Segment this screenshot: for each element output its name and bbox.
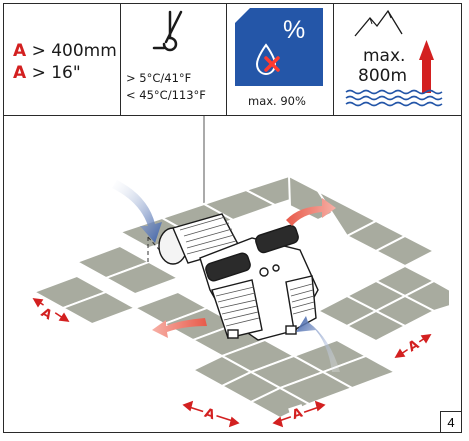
outer-frame <box>3 3 462 433</box>
airflow-out-arrow <box>286 198 336 226</box>
clearance-imperial: > 16" <box>31 63 81 83</box>
clearance-metric: > 400mm <box>31 41 117 61</box>
page-number: 4 <box>440 411 462 433</box>
humidity-label: max. 90% <box>248 94 306 108</box>
header-divider <box>120 3 121 115</box>
clearance-letter: A <box>13 41 27 61</box>
temperature-min: > 5°C/41°F <box>126 71 192 85</box>
header-divider <box>333 3 334 115</box>
compressor-unit <box>158 213 319 341</box>
altitude-value: 800m <box>358 66 408 86</box>
clearance-imperial-row: A > 16" <box>13 63 81 83</box>
airflow-in-arrow <box>296 316 340 372</box>
clearance-label: A <box>202 406 216 423</box>
clearance-letter: A <box>13 63 27 83</box>
airflow-in-arrow <box>112 180 162 243</box>
clearance-label: A <box>38 305 54 323</box>
header-bottom-rule <box>3 115 462 116</box>
clearance-metric-row: A > 400mm <box>13 41 117 61</box>
altitude-max-label: max. <box>363 46 406 66</box>
clearance-label: A <box>406 337 422 355</box>
temperature-max: < 45°C/113°F <box>126 88 206 102</box>
clearance-label: A <box>290 406 304 423</box>
header-divider <box>226 3 227 115</box>
airflow-out-arrow <box>152 318 207 338</box>
humidity-symbol: % <box>283 16 306 44</box>
